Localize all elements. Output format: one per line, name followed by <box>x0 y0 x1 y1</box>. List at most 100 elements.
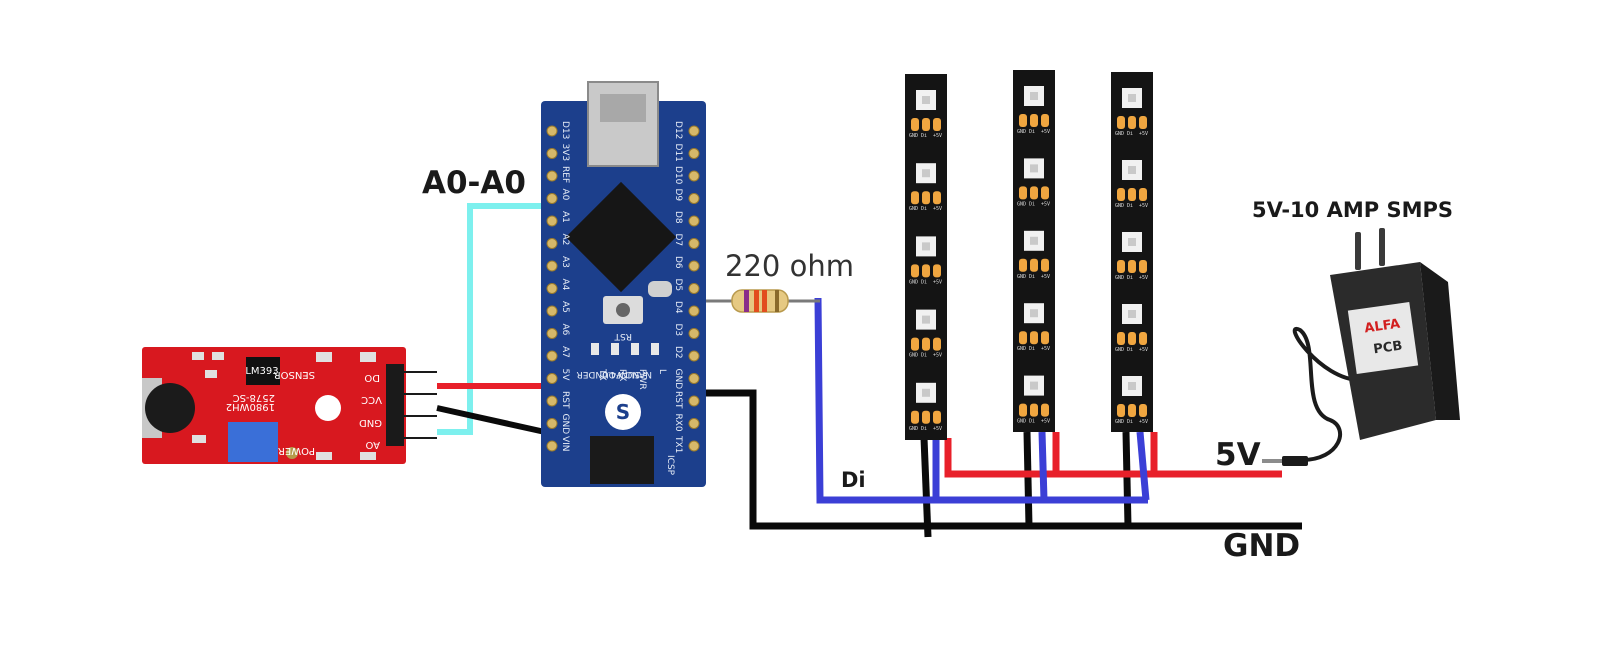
wire-gnd-strip-3 <box>1122 431 1132 527</box>
strip-pad-label: +5V <box>933 279 942 285</box>
nano-pin-d12 <box>688 125 700 137</box>
brand-line-2: NANO V4.0 <box>602 369 652 379</box>
nano-pin-label: D3 <box>673 324 683 337</box>
strip-pad-label: +5V <box>1139 347 1148 353</box>
nano-pin-a4 <box>546 283 558 294</box>
potentiometer <box>228 422 278 462</box>
nano-pin-d8 <box>688 215 700 227</box>
nano-pin-d6 <box>688 260 700 272</box>
nano-pin-label: 3V3 <box>560 144 570 162</box>
strip-pad-label: Di <box>921 133 927 139</box>
strip-pad-label: +5V <box>933 206 942 212</box>
strip-pad-label: GND <box>909 206 918 212</box>
strip-pad-label: Di <box>1127 419 1133 425</box>
strip-pad-label: Di <box>1029 274 1035 280</box>
adapter-brand-2: PCB <box>1373 338 1404 357</box>
led-label-rx: RX <box>617 369 627 381</box>
nano-pin-label: D10 <box>673 166 683 185</box>
nano-pin-vin <box>546 440 558 452</box>
wire-a0-cyan <box>437 203 545 435</box>
nano-pin-d11 <box>688 148 700 159</box>
label-a0-a0: A0-A0 <box>422 165 526 201</box>
label-5v: 5V <box>1215 437 1261 473</box>
nano-pin-tx1 <box>688 440 700 452</box>
nano-pin-label: D9 <box>673 189 683 202</box>
wire-gnd-nano <box>690 389 1302 530</box>
nano-pin-d9 <box>688 193 700 204</box>
nano-pin-a6 <box>546 328 558 339</box>
strip-pad-label: Di <box>1127 275 1133 281</box>
brand-line-1: SUNFOUNDER <box>577 369 640 379</box>
strip-pad-label: +5V <box>1041 274 1050 280</box>
mounting-hole <box>315 395 341 421</box>
strip-pad-label: Di <box>1029 419 1035 425</box>
wire-di-strip-3 <box>1136 431 1150 501</box>
resistor-220-ohm <box>731 289 789 313</box>
code-1: 2578-SC <box>233 392 275 403</box>
strip-pad-label: GND <box>1017 129 1026 135</box>
nano-pin-gnd <box>688 373 700 384</box>
pin-label-do: DO <box>364 372 380 383</box>
label-gnd: GND <box>1223 528 1300 564</box>
strip-pad-label: +5V <box>1139 419 1148 425</box>
nano-pin-label: D12 <box>673 121 683 139</box>
microphone-icon <box>145 383 195 433</box>
label-di: Di <box>841 468 866 492</box>
strip-pad-label: GND <box>909 279 918 285</box>
label-power: POWER <box>278 445 315 456</box>
nano-pin-label: TX1 <box>673 435 683 453</box>
strip-pad-label: Di <box>921 353 927 359</box>
strip-pad-label: +5V <box>1041 129 1050 135</box>
nano-pin-3v3 <box>546 148 558 159</box>
smps-adapter: ALFA PCB <box>1262 228 1460 466</box>
strip-pad-label: GND <box>1017 274 1026 280</box>
nano-pin-label: RST <box>560 391 570 409</box>
chip-label: LM393 <box>245 366 278 377</box>
nano-pin-a1 <box>546 215 558 227</box>
nano-pin-a3 <box>546 260 558 272</box>
nano-pin-label: A2 <box>560 234 570 246</box>
nano-pin-label: D7 <box>673 234 683 247</box>
strip-pad-label: +5V <box>1139 131 1148 137</box>
wires <box>436 203 1302 538</box>
strip-pad-label: +5V <box>1041 201 1050 207</box>
nano-pin-d2 <box>688 350 700 362</box>
strip-pad-label: GND <box>1017 346 1026 352</box>
wire-gnd-strip-1 <box>920 437 932 538</box>
nano-pin-label: 5V <box>560 369 570 382</box>
strip-pad-label: GND <box>909 353 918 359</box>
strip-pad-label: Di <box>1127 203 1133 209</box>
nano-pin-gnd <box>546 418 558 429</box>
wire-gnd-sensor <box>436 405 546 435</box>
svg-text:S: S <box>616 400 630 424</box>
nano-pin-label: RST <box>673 391 683 409</box>
adapter-cable <box>1292 326 1361 462</box>
nano-pin-label: D8 <box>673 211 683 224</box>
wire-di-blue <box>814 297 1148 504</box>
nano-pin-label: A4 <box>560 279 570 291</box>
nano-pin-label: A6 <box>560 324 570 336</box>
strip-pad-label: GND <box>1115 419 1124 425</box>
label-220-ohm: 220 ohm <box>725 249 854 283</box>
strip-pad-label: +5V <box>1139 203 1148 209</box>
nano-pin-rx0 <box>688 418 700 429</box>
nano-pin-rst <box>546 395 558 407</box>
nano-pin-d10 <box>688 170 700 182</box>
strip-pad-label: +5V <box>933 353 942 359</box>
adapter-brand: ALFA <box>1364 317 1402 337</box>
wire-5v-red <box>944 438 1282 478</box>
nano-pin-label: D5 <box>673 279 683 292</box>
strip-pad-label: Di <box>1127 131 1133 137</box>
nano-pin-5v <box>546 373 558 384</box>
strip-pad-label: Di <box>1029 129 1035 135</box>
strip-pad-label: GND <box>909 133 918 139</box>
rst-label: RST <box>614 331 632 341</box>
nano-pin-label: A1 <box>560 211 570 223</box>
nano-pin-label: REF <box>560 166 570 183</box>
nano-pin-d5 <box>688 283 700 294</box>
arduino-nano: RST TX RX PWR L SUNFOUNDER NANO V4.0 S I… <box>541 81 706 487</box>
wire-di-strip-2 <box>1038 431 1048 501</box>
strip-pad-label: Di <box>921 279 927 285</box>
